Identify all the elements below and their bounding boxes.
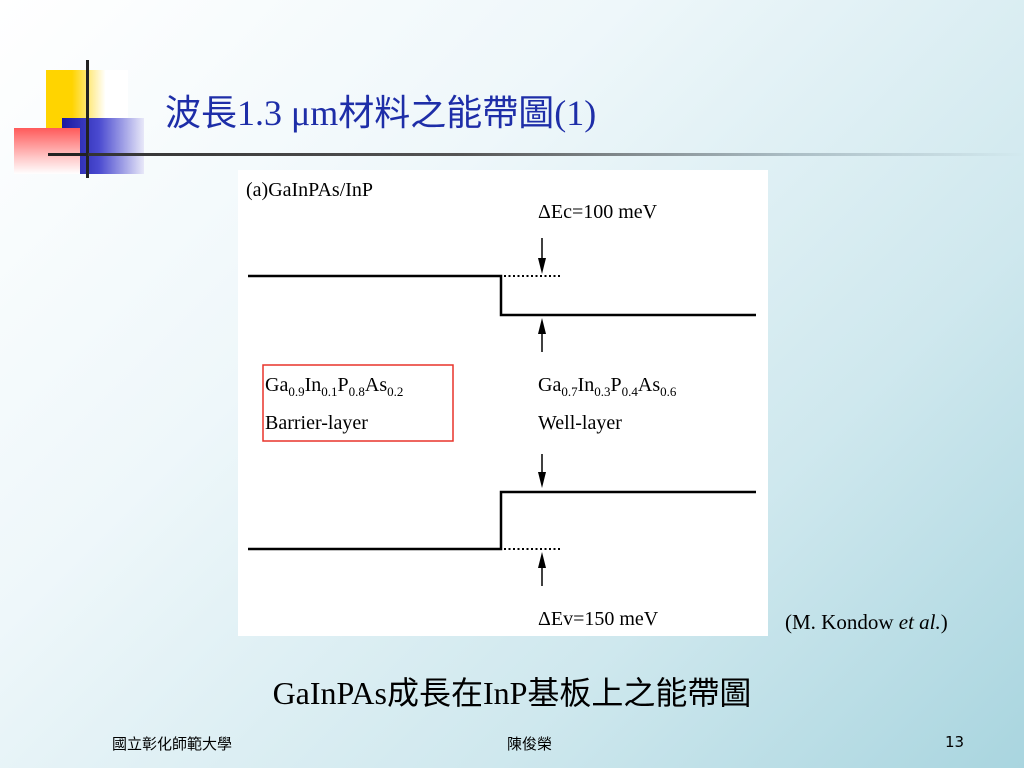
deco-fade-overlay [72,70,128,122]
deco-vertical-line [86,60,89,178]
footer-author: 陳俊榮 [507,735,553,753]
delta-ec-label: ΔEc=100 meV [538,201,658,223]
delta-ev-label: ΔEv=150 meV [538,608,659,630]
ev-arrow-down-head [538,472,546,488]
valence-band-line [248,490,756,551]
footer-institution: 國立彰化師範大學 [112,735,233,753]
well-composition: Ga0.7In0.3P0.4As0.6 [538,374,677,399]
title-underline [88,153,1024,156]
conduction-band-line [248,274,756,317]
deco-horizontal-line [48,153,90,156]
barrier-composition: Ga0.9In0.1P0.8As0.2 [265,374,403,399]
ec-arrow-up-head [538,318,546,334]
ev-arrow-up-head [538,552,546,568]
well-layer-label: Well-layer [538,412,622,434]
barrier-label-box [262,364,454,442]
figure-caption: GaInPAs成長在InP基板上之能帶圖 [272,675,752,711]
ec-arrow-down-head [538,258,546,274]
slide-title: 波長1.3 μm材料之能帶圖(1) [165,93,597,133]
band-diagram: (a)GaInPAs/InP ΔEc=100 meV Ga0.9In0.1P0.… [246,179,756,630]
band-diagram-panel: (a)GaInPAs/InP ΔEc=100 meV Ga0.9In0.1P0.… [238,170,768,636]
barrier-layer-label: Barrier-layer [265,412,368,434]
panel-label: (a)GaInPAs/InP [246,179,373,201]
deco-red-square [14,128,80,174]
page-number: 13 [945,733,965,751]
credit-citation: (M. Kondow et al.) [785,610,948,634]
